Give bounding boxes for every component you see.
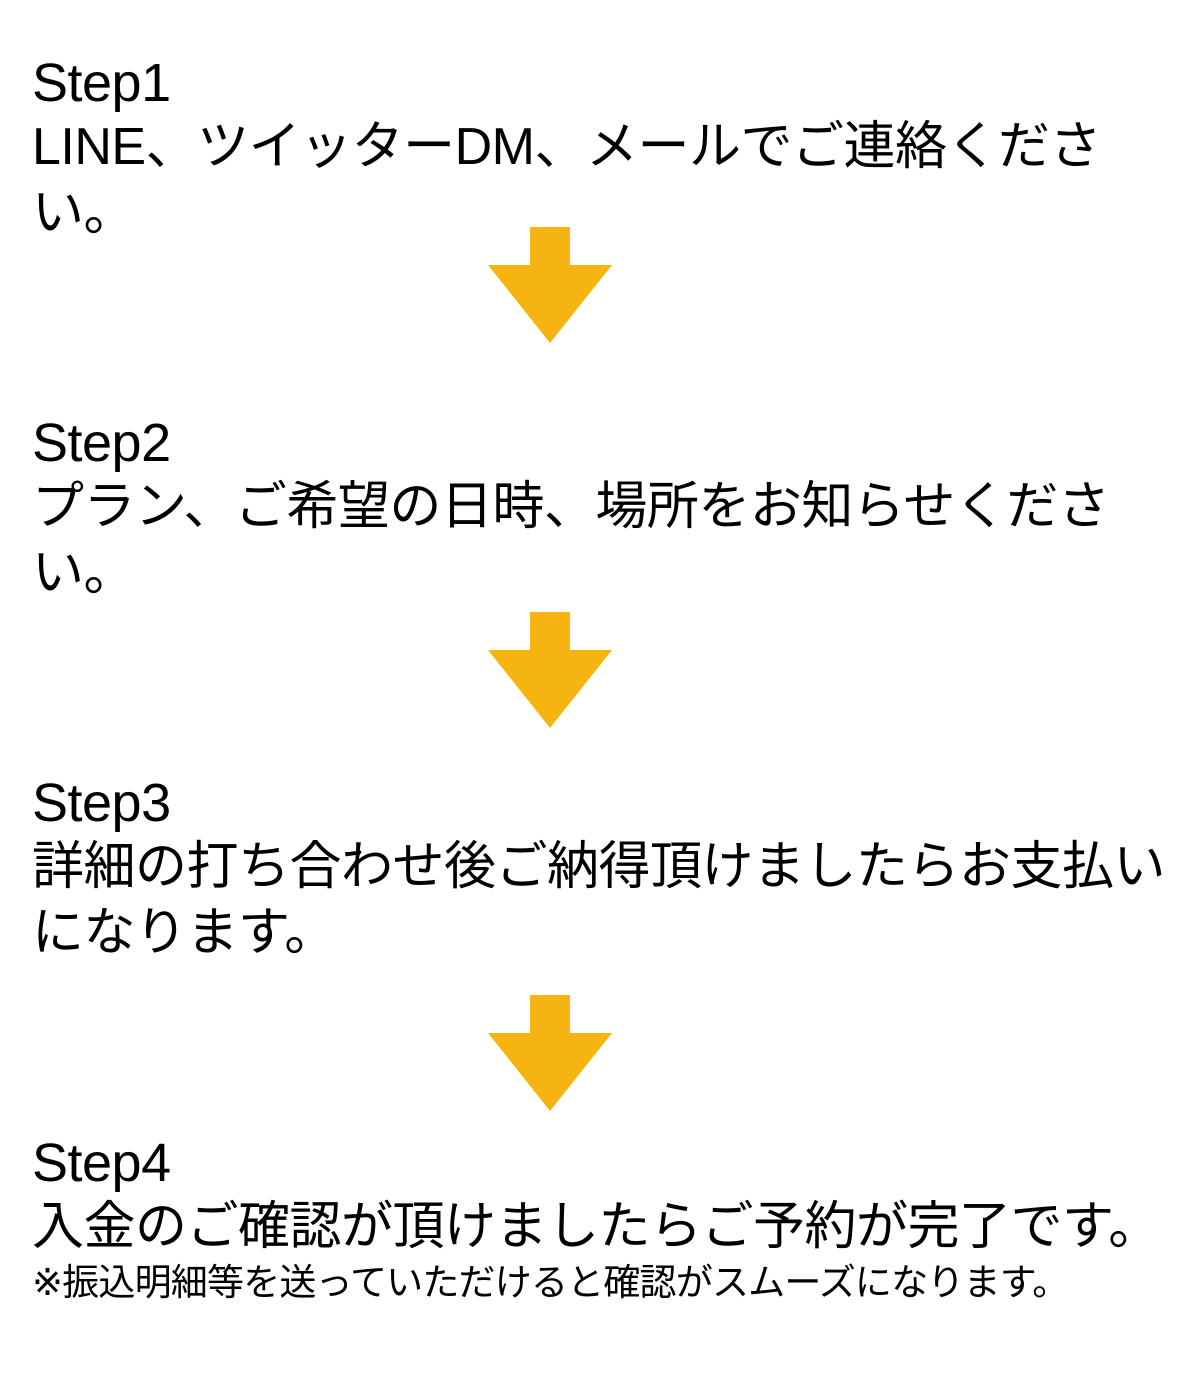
arrow-down-icon xyxy=(488,612,612,728)
step-body-4: 入金のご確認が頂けましたらご予約が完了です。 xyxy=(32,1198,1160,1256)
step-block-2: Step2 プラン、ご希望の日時、場所をお知らせください。 xyxy=(32,412,1172,606)
arrow-down-icon xyxy=(488,227,612,343)
step-block-3: Step3 詳細の打ち合わせ後ご納得頂けましたらお支払いになります。 xyxy=(32,772,1172,966)
step-note-4: ※振込明細等を送っていただけると確認がスムーズになります。 xyxy=(32,1262,1069,1303)
step-body-2: プラン、ご希望の日時、場所をお知らせください。 xyxy=(32,478,1110,602)
step-body-3: 詳細の打ち合わせ後ご納得頂けましたらお支払いになります。 xyxy=(32,838,1166,962)
step-heading-1: Step1 xyxy=(32,53,171,113)
step-block-1: Step1 LINE、ツイッターDM、メールでご連絡ください。 xyxy=(32,52,1172,246)
step-heading-4: Step4 xyxy=(32,1133,171,1193)
step-heading-2: Step2 xyxy=(32,413,171,473)
arrow-down-icon xyxy=(488,995,612,1111)
step-heading-3: Step3 xyxy=(32,773,171,833)
step-body-1: LINE、ツイッターDM、メールでご連絡ください。 xyxy=(32,118,1101,242)
step-block-4: Step4 入金のご確認が頂けましたらご予約が完了です。 ※振込明細等を送ってい… xyxy=(32,1132,1172,1306)
